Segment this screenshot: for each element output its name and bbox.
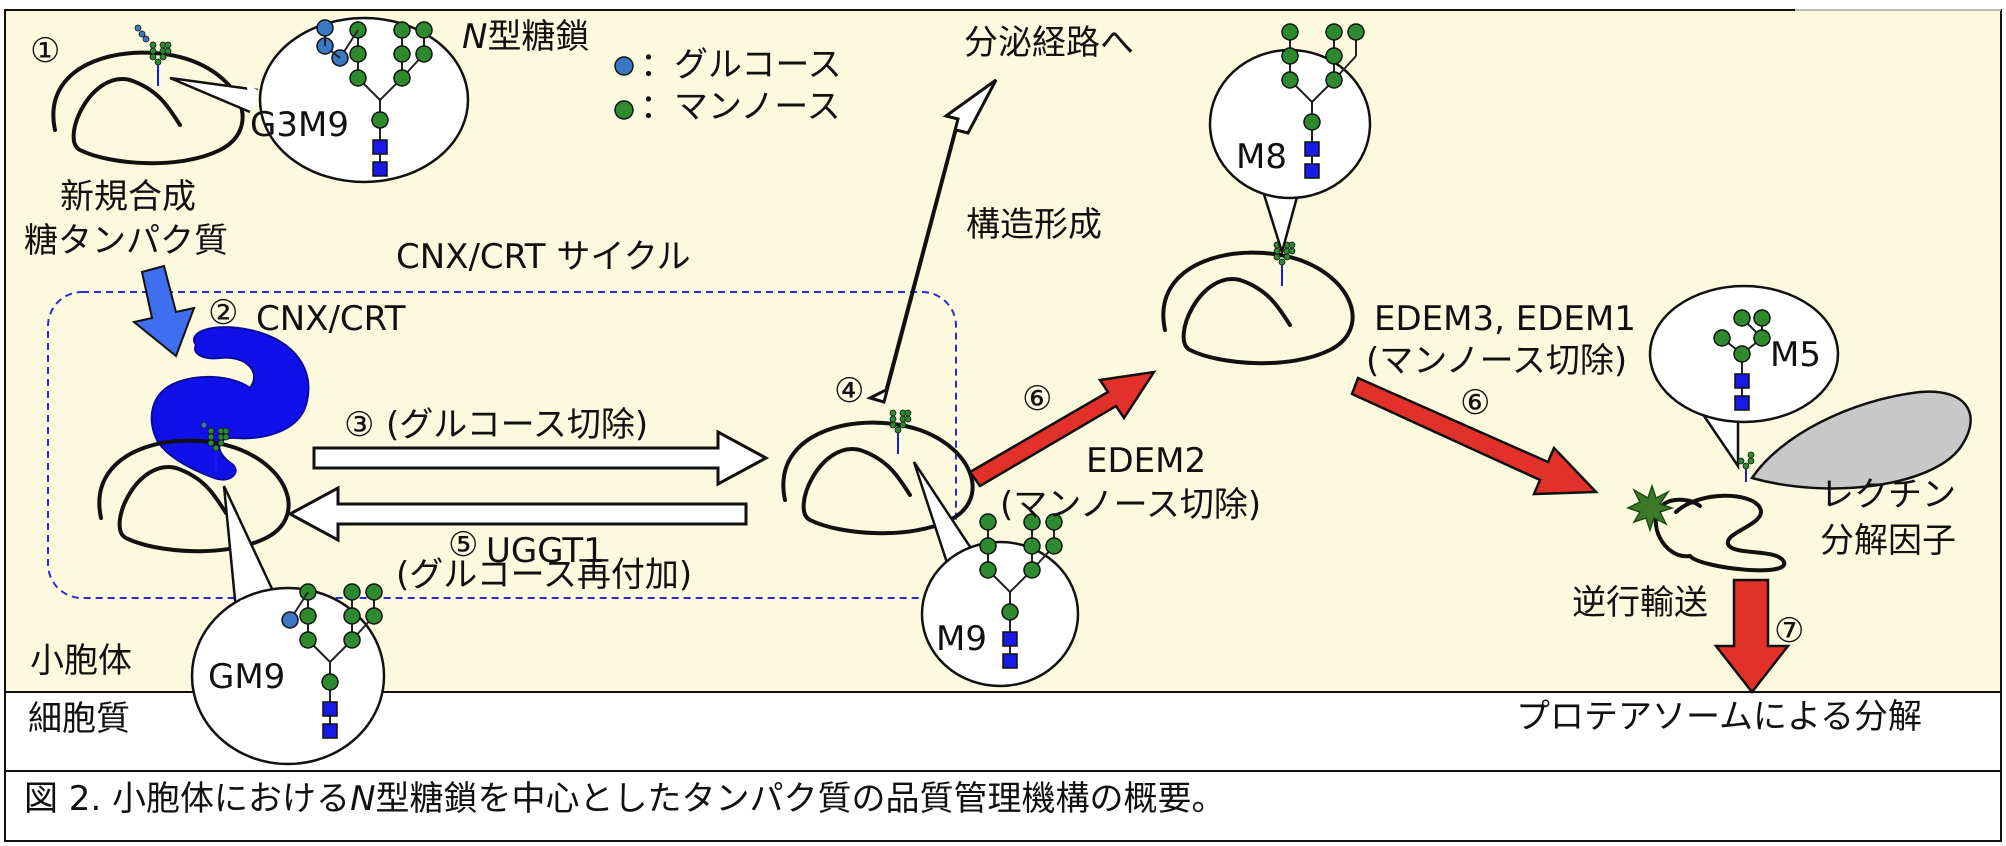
m5-glycan-icon: [1713, 309, 1771, 411]
caption-box: [4, 770, 2002, 842]
g3m9-bubble: [169, 16, 470, 184]
mannose-legend-label: ：マンノース: [640, 87, 841, 127]
retro-transport-label: 逆行輸送: [1572, 583, 1708, 623]
step-1-marker: ①: [30, 31, 61, 71]
uggt1-label: UGGT1: [486, 531, 605, 571]
degrader-label: 分解因子: [1820, 521, 1956, 561]
m9-label: M9: [936, 619, 987, 659]
gm9-label: GM9: [208, 657, 286, 697]
lectin-label: レクチン: [1820, 475, 1956, 515]
gm9-small-glycan: [200, 421, 230, 473]
glucose-legend-dot: [614, 56, 634, 76]
step-3-marker: ③: [344, 405, 375, 445]
n-glycan-italic: N: [462, 17, 488, 57]
folding-label: 構造形成: [966, 205, 1102, 245]
m8-glycan-icon: [1281, 23, 1365, 179]
caption-italic: N: [350, 779, 376, 819]
mannose-legend-dot: [614, 100, 634, 120]
cnx-crt-label: CNX/CRT: [256, 299, 406, 339]
mannose-trim-label-a: (マンノース切除): [1000, 485, 1262, 525]
glucose-readd-label: (グルコース再付加): [396, 555, 693, 595]
edem3-edem1-label: EDEM3, EDEM1: [1374, 299, 1636, 339]
er-label: 小胞体: [30, 641, 132, 681]
m8-label: M8: [1236, 137, 1287, 177]
gm9-glycan-icon: [281, 583, 383, 739]
uggt1-readd-arrow: [286, 485, 748, 543]
g3m9-glycan-icon: [316, 19, 433, 177]
new-synthesis-label-1: 新規合成: [60, 177, 196, 217]
proteasome-arrow: [1713, 578, 1791, 695]
secretory-pathway-label: 分泌経路へ: [964, 23, 1134, 63]
glucose-trim-label: (グルコース切除): [386, 405, 649, 445]
retrotranslocating-protein: [1653, 493, 1787, 573]
step-5-marker: ⑤: [448, 525, 479, 565]
blue-entry-arrow: [131, 264, 196, 358]
m5-label: M5: [1770, 335, 1821, 375]
lectin-degradation-factor: [1750, 390, 1972, 490]
step-6a-marker: ⑥: [1022, 379, 1053, 419]
secretory-pathway-arrow: [865, 78, 998, 404]
cytoplasm-label: 細胞質: [28, 699, 130, 739]
n-glycan-suffix: 型糖鎖: [487, 17, 590, 57]
step-2-marker: ②: [208, 293, 239, 333]
glucose-legend-label: ：グルコース: [640, 45, 842, 85]
edem2-arrow: [968, 370, 1157, 488]
m9-bubble: [912, 461, 1080, 688]
m5-small-glycan: [1737, 451, 1755, 482]
cnx-crt-cycle-label: CNX/CRT サイクル: [396, 237, 691, 277]
new-synthesis-label-2: 糖タンパク質: [24, 221, 228, 261]
step-6b-marker: ⑥: [1460, 383, 1491, 423]
step-7-marker: ⑦: [1774, 611, 1805, 651]
g3m9-label: G3M9: [250, 105, 349, 145]
n-glycan-title: N型糖鎖: [462, 20, 589, 54]
caption-suffix: 型糖鎖を中心としたタンパク質の品質管理機構の概要。: [375, 779, 1226, 819]
gm9-bubble: [190, 485, 386, 766]
mannose-trim-label-b: (マンノース切除): [1366, 341, 1628, 381]
caption-prefix: 図 2. 小胞体における: [24, 779, 351, 819]
proteasome-label: プロテアソームによる分解: [1516, 697, 1922, 737]
step-4-marker: ④: [834, 371, 865, 411]
glucose-trim-arrow: [312, 429, 770, 487]
misfolded-spot-icon: [1626, 483, 1675, 533]
edem3-edem1-arrow: [1350, 376, 1599, 496]
figure-caption: 図 2. 小胞体におけるN型糖鎖を中心としたタンパク質の品質管理機構の概要。: [24, 782, 1226, 816]
g3m9-small-glycan: [134, 24, 172, 87]
cnx-crt-cycle-box: [47, 291, 957, 599]
edem2-label: EDEM2: [1086, 441, 1207, 481]
